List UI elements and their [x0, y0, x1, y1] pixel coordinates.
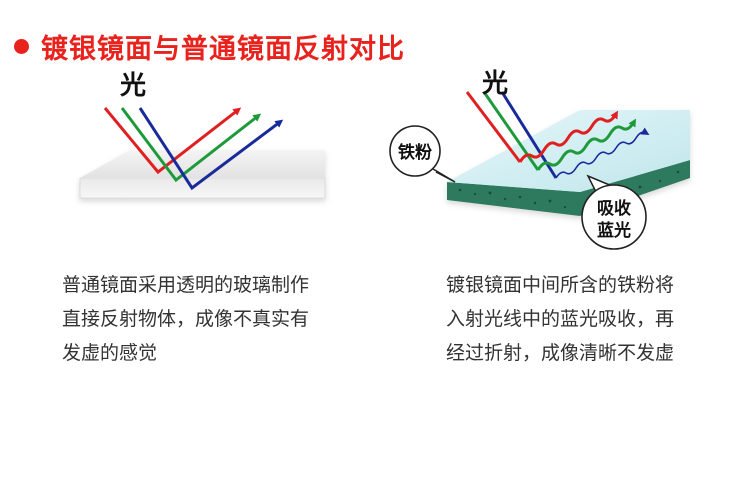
- section-header: 镀银镜面与普通镜面反射对比: [14, 26, 405, 66]
- page-title: 镀银镜面与普通镜面反射对比: [41, 33, 405, 65]
- left-light-label: 光: [119, 71, 146, 101]
- red-wave-out: [518, 110, 619, 163]
- desc-line: 镀银镜面中间所含的铁粉将: [446, 274, 675, 296]
- desc-line: 发虚的感觉: [62, 342, 158, 364]
- ordinary-mirror-description: 普通镜面采用透明的玻璃制作 直接反射物体，成像不真实有 发虚的感觉: [62, 268, 309, 370]
- silver-mirror-description: 镀银镜面中间所含的铁粉将 入射光线中的蓝光吸收，再 经过折射，成像清晰不发虚: [446, 268, 674, 370]
- absorb-label-line1: 吸收: [597, 198, 631, 219]
- silver-mirror-plate: [447, 110, 690, 216]
- red-ray-in: [465, 91, 522, 163]
- red-ray: [103, 107, 242, 175]
- blue-wave-out: [555, 127, 650, 179]
- desc-line: 普通镜面采用透明的玻璃制作: [62, 274, 310, 296]
- desc-line: 入射光线中的蓝光吸收，再: [446, 308, 675, 330]
- desc-line: 直接反射物体，成像不真实有: [62, 308, 310, 330]
- blue-ray: [138, 107, 284, 191]
- right-light-rays: [465, 91, 650, 179]
- red-dot-icon: [14, 38, 29, 54]
- green-wave-out: [536, 118, 637, 171]
- green-ray-in: [482, 91, 540, 171]
- iron-powder-label: 铁粉: [398, 142, 432, 163]
- iron-powder-callout: 铁粉: [389, 125, 456, 183]
- ordinary-mirror-plate: [79, 150, 326, 199]
- desc-line: 经过折射，成像清晰不发虚: [446, 342, 675, 364]
- left-light-rays: [103, 107, 284, 191]
- right-light-label: 光: [481, 69, 508, 99]
- absorb-blue-callout: 吸收 蓝光: [581, 174, 647, 250]
- green-ray: [120, 107, 262, 183]
- absorb-label-line2: 蓝光: [597, 220, 631, 241]
